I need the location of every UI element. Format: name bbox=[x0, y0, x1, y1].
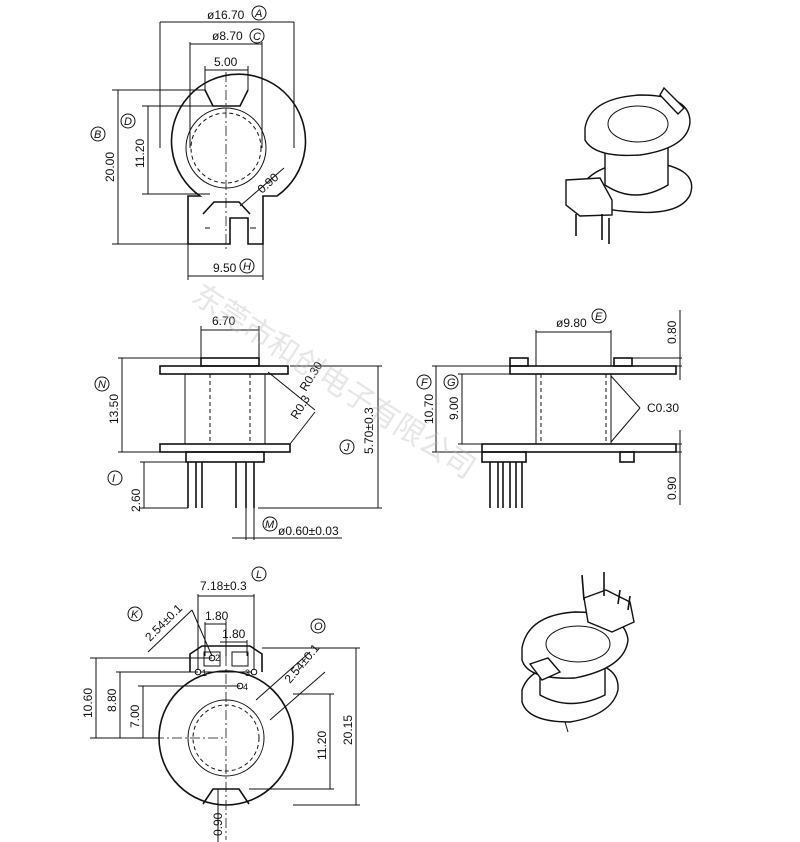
dim-inner-dia: ø8.70 bbox=[212, 29, 243, 43]
label-m: M bbox=[265, 519, 275, 531]
dim-slot-width: 5.00 bbox=[214, 55, 238, 69]
dim-pitch-2: 1.80 bbox=[222, 627, 246, 641]
dim-height-n: 13.50 bbox=[107, 394, 121, 424]
label-o: O bbox=[314, 621, 323, 633]
dim-wall-bottom: 0.90 bbox=[211, 812, 225, 836]
dim-flange-bottom: 0.90 bbox=[665, 476, 679, 500]
label-b: B bbox=[94, 129, 101, 141]
dim-height-g: 9.00 bbox=[447, 396, 461, 420]
label-i: I bbox=[112, 473, 115, 485]
dim-height-f: 10.70 bbox=[422, 394, 436, 424]
label-g: G bbox=[447, 377, 456, 389]
company-watermark: 东莞市和创电子有限公司 bbox=[186, 278, 481, 485]
dim-pin-length: 2.60 bbox=[129, 488, 143, 512]
dim-height-5: 20.15 bbox=[341, 715, 355, 745]
dim-pin-dia: ø0.60±0.03 bbox=[278, 524, 339, 538]
section-view: ø9.80 E 0.80 C0.30 10.70 F 9.00 G 0.90 bbox=[416, 308, 682, 508]
label-n: N bbox=[98, 379, 106, 391]
label-h: H bbox=[243, 261, 251, 273]
label-c: C bbox=[253, 31, 261, 43]
bottom-view: 1 2 3 4 7.18±0.3 L 1.80 1.80 2.54±0.1 K … bbox=[81, 566, 360, 842]
dim-height-b: 20.00 bbox=[103, 152, 117, 182]
label-d: D bbox=[124, 116, 132, 128]
label-f: F bbox=[421, 377, 429, 389]
top-view: ø16.70 A ø8.70 C 5.00 20.00 B 11.20 D 0.… bbox=[90, 5, 307, 280]
dim-center-dia: ø9.80 bbox=[556, 316, 587, 330]
label-l: L bbox=[256, 569, 262, 581]
pin-number-2: 2 bbox=[215, 653, 220, 663]
pin-number-1: 1 bbox=[202, 668, 207, 678]
dim-top-width: 6.70 bbox=[212, 314, 236, 328]
dim-pin-span: 7.18±0.3 bbox=[200, 579, 247, 593]
label-j: J bbox=[343, 442, 350, 454]
dim-height-3: 7.00 bbox=[128, 704, 142, 728]
dim-base-width: 9.50 bbox=[213, 261, 237, 275]
pin-number-4: 4 bbox=[243, 682, 248, 692]
dim-radius-2: R0.3 bbox=[288, 392, 313, 421]
pin-number-3: 3 bbox=[245, 668, 250, 678]
dim-height-d: 11.20 bbox=[133, 139, 147, 168]
dim-flange-thickness: 0.80 bbox=[665, 320, 679, 344]
dim-height-4: 11.20 bbox=[315, 731, 329, 760]
label-a: A bbox=[254, 8, 262, 20]
label-k: K bbox=[131, 609, 139, 621]
dim-height-j: 5.70±0.3 bbox=[362, 407, 376, 454]
dim-height-1: 10.60 bbox=[81, 688, 95, 718]
dim-chamfer: C0.30 bbox=[647, 401, 679, 415]
dim-pitch-1: 1.80 bbox=[205, 609, 229, 623]
dim-outer-dia: ø16.70 bbox=[207, 8, 245, 22]
iso-view-top bbox=[565, 86, 693, 244]
label-e: E bbox=[595, 311, 603, 323]
iso-view-bottom bbox=[521, 572, 635, 733]
side-view: 6.70 R0.30 R0.3 13.50 N 5.70±0.3 J 2.60 … bbox=[94, 314, 382, 540]
dim-height-2: 8.80 bbox=[105, 688, 119, 712]
